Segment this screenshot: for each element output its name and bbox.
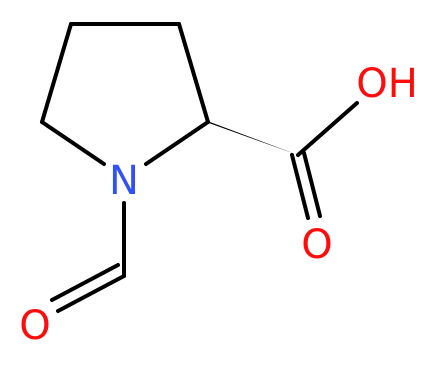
- bond-c2-n1: [144, 120, 210, 166]
- bond-formyl-c-o-double-1: [56, 274, 126, 313]
- bond-carboxyl-c-o-double-1: [290, 153, 310, 220]
- bond-formyl-c-o-double-2: [50, 263, 120, 302]
- nitrogen-label: N: [109, 158, 139, 204]
- formyl-group: [50, 201, 126, 313]
- bond-c5-n1: [40, 120, 106, 166]
- pyrrolidine-ring: [40, 22, 210, 166]
- bond-carboxyl-c-oh: [296, 101, 359, 157]
- formyl-oxygen-label: O: [19, 303, 50, 349]
- bond-c3-c2: [177, 22, 210, 124]
- bond-carboxyl-c-o-double-2: [302, 151, 322, 218]
- hydroxyl-label: OH: [356, 61, 418, 107]
- wedge-bond-c2-carboxyl: [206, 122, 298, 155]
- carboxyl-group: [290, 101, 359, 220]
- bond-c5-c4: [40, 22, 73, 124]
- carboxyl-oxygen-label: O: [301, 222, 332, 268]
